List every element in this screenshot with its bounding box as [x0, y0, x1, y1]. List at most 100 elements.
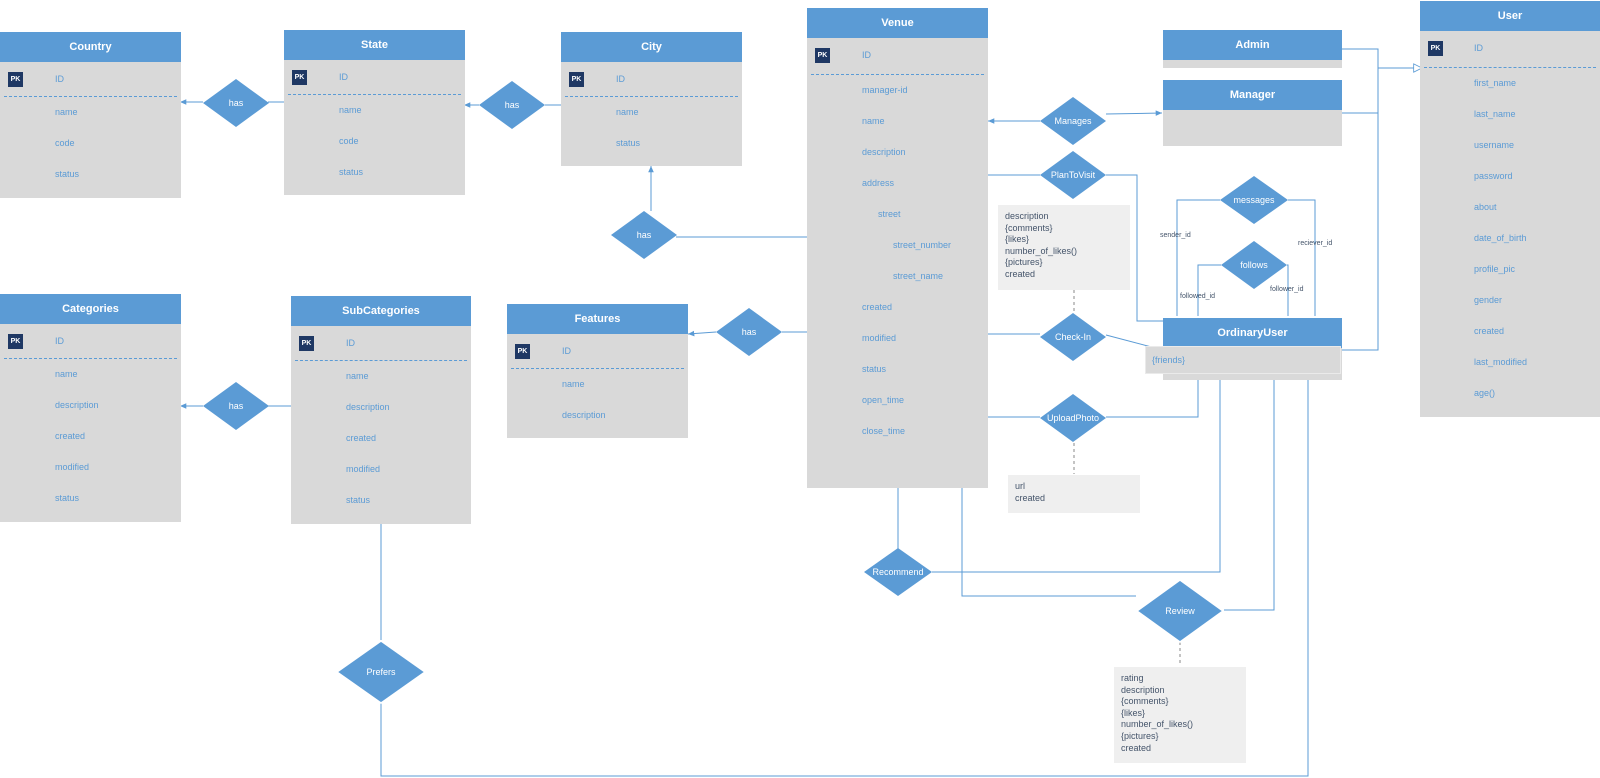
note-line: created: [1121, 742, 1152, 753]
attribute: modified: [346, 464, 381, 474]
relationship-messages[interactable]: messages: [1220, 176, 1288, 224]
relationship-follows[interactable]: follows: [1221, 241, 1287, 289]
entity-features[interactable]: Features PK ID name description: [507, 304, 688, 438]
entity-city[interactable]: City PK ID name status: [561, 32, 742, 166]
relationship-city-venue-has[interactable]: has: [611, 211, 677, 259]
attribute: status: [346, 495, 371, 505]
attribute: created: [346, 433, 377, 443]
note-line: {comments}: [1005, 222, 1053, 233]
attribute: close_time: [862, 426, 906, 436]
entity-user[interactable]: User PK ID first_name last_name username…: [1420, 1, 1600, 417]
attribute: password: [1474, 171, 1513, 181]
attribute: created: [55, 431, 86, 441]
attribute: gender: [1474, 295, 1503, 305]
entity-title: SubCategories: [291, 296, 471, 326]
attribute: description: [862, 147, 906, 157]
relationship-label: follows: [1240, 260, 1268, 270]
note-line: {pictures}: [1005, 257, 1043, 268]
attribute: address: [862, 178, 895, 188]
pk-attribute: ID: [339, 72, 348, 82]
entity-subcategories[interactable]: SubCategories PK ID name description cre…: [291, 296, 471, 524]
entity-title: Venue: [807, 8, 988, 38]
entity-title: Features: [507, 304, 688, 334]
note-review-attributes: rating description {comments} {likes} nu…: [1114, 667, 1246, 763]
pk-key-icon: PK: [815, 48, 830, 63]
relationship-review[interactable]: Review: [1135, 579, 1225, 643]
entity-admin[interactable]: Admin: [1163, 30, 1342, 68]
pk-attribute: ID: [55, 74, 64, 84]
attribute: username: [1474, 140, 1515, 150]
attribute: name: [55, 107, 78, 117]
attribute: modified: [55, 462, 90, 472]
attribute: manager-id: [862, 85, 908, 95]
pk-attribute: ID: [1474, 43, 1483, 53]
attribute: age(): [1474, 388, 1496, 398]
relationship-label: messages: [1233, 195, 1275, 205]
relationship-label: Manages: [1054, 116, 1092, 126]
attribute: description: [55, 400, 99, 410]
role-label-followed: followed_id: [1180, 293, 1216, 300]
attribute: status: [55, 493, 80, 503]
relationship-recommend[interactable]: Recommend: [864, 548, 932, 596]
pk-key-icon: PK: [569, 72, 584, 87]
relationship-plantovisit[interactable]: PlanToVisit: [1040, 151, 1106, 199]
attribute: name: [339, 105, 362, 115]
note-line: {comments}: [1121, 696, 1169, 707]
note-line: {likes}: [1005, 234, 1030, 245]
pk-key-icon: PK: [1428, 41, 1443, 56]
entity-categories[interactable]: Categories PK ID name description create…: [0, 294, 181, 522]
relationship-features-has[interactable]: has: [716, 308, 782, 356]
note-line: number_of_likes(): [1005, 245, 1078, 256]
relationship-prefers[interactable]: Prefers: [335, 640, 427, 704]
note-line: description: [1121, 684, 1165, 695]
pk-attribute: ID: [616, 74, 625, 84]
relationship-country-state-has[interactable]: has: [203, 79, 269, 127]
pk-key-icon: PK: [8, 334, 23, 349]
relationship-categories-has[interactable]: has: [203, 382, 269, 430]
note-line: number_of_likes(): [1121, 719, 1194, 730]
attribute: description: [346, 402, 390, 412]
attribute: status: [339, 167, 364, 177]
relationship-label: has: [504, 100, 520, 110]
entity-manager[interactable]: Manager: [1163, 80, 1342, 146]
relationship-uploadphoto[interactable]: UploadPhoto: [1040, 394, 1106, 442]
relationship-checkin[interactable]: Check-In: [1040, 313, 1106, 361]
attribute: profile_pic: [1474, 264, 1516, 274]
attribute: street_number: [893, 240, 952, 250]
attribute: name: [55, 369, 78, 379]
pk-attribute: ID: [562, 346, 571, 356]
attribute: modified: [862, 333, 897, 343]
relationship-manages[interactable]: Manages: [1040, 97, 1106, 145]
entity-title: Admin: [1163, 30, 1342, 60]
attribute: name: [616, 107, 639, 117]
entity-title: Categories: [0, 294, 181, 324]
attribute: status: [55, 169, 80, 179]
relationship-label: has: [741, 327, 757, 337]
note-line: created: [1015, 492, 1046, 503]
pk-attribute: ID: [55, 336, 64, 346]
role-label-follower: follower_id: [1270, 286, 1304, 293]
relationship-label: Prefers: [366, 667, 396, 677]
attribute: date_of_birth: [1474, 233, 1527, 243]
role-label-reciever: reciever_id: [1298, 240, 1333, 247]
attribute: created: [1474, 326, 1505, 336]
relationship-label: Review: [1165, 606, 1195, 616]
relationship-label: has: [228, 401, 244, 411]
relationship-label: has: [228, 98, 244, 108]
note-line: rating: [1121, 673, 1144, 683]
entity-state[interactable]: State PK ID name code status: [284, 30, 465, 195]
entity-venue[interactable]: Venue PK ID manager-id name description …: [807, 8, 988, 488]
role-label-sender: sender_id: [1160, 232, 1191, 239]
relationship-state-city-has[interactable]: has: [479, 81, 545, 129]
entity-country[interactable]: Country PK ID name code status: [0, 32, 181, 198]
attribute: name: [346, 371, 369, 381]
note-checkin-attributes: description {comments} {likes} number_of…: [998, 205, 1130, 290]
relationship-label: Recommend: [872, 567, 924, 577]
attribute: status: [862, 364, 887, 374]
relationship-label: UploadPhoto: [1046, 413, 1100, 423]
attribute: street_name: [893, 271, 944, 281]
pk-key-icon: PK: [8, 72, 23, 87]
attribute: about: [1474, 202, 1497, 212]
entity-title: User: [1420, 1, 1600, 31]
